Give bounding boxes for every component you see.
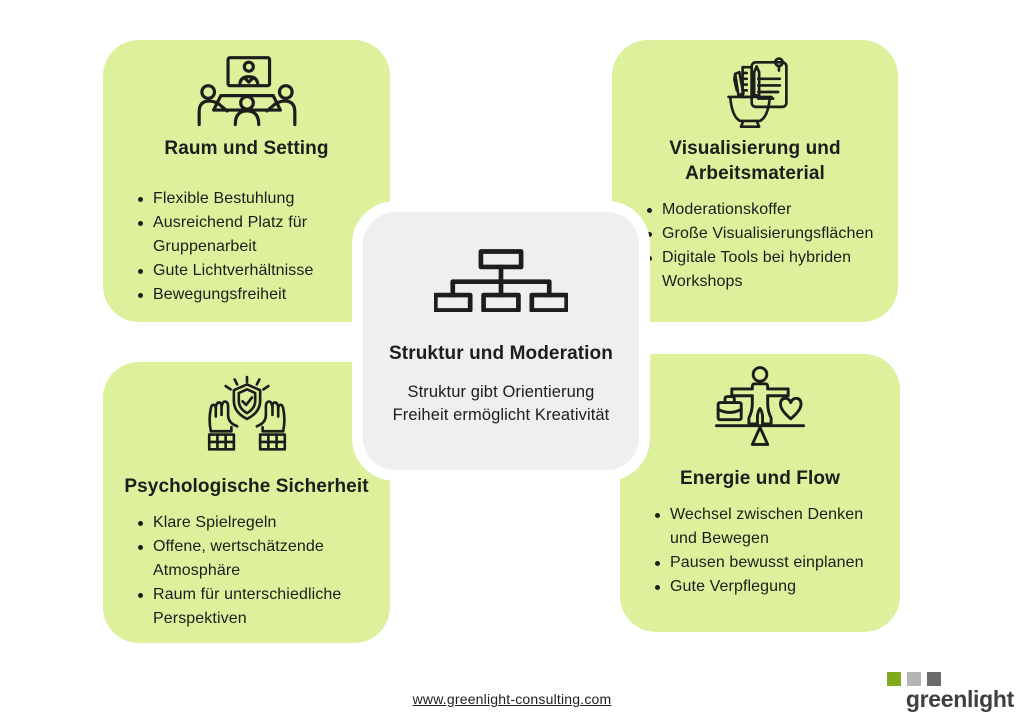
card-visualisierung-und-arbeitsmaterial: Visualisierung und Arbeitsmaterial Moder…	[612, 40, 898, 322]
org-chart-icon	[432, 248, 570, 317]
bullet-list: Wechsel zwischen Denken und Bewegen Paus…	[620, 503, 900, 599]
art-supplies-icon	[715, 54, 795, 130]
center-subtitle-line2: Freiheit ermöglicht Kreativität	[392, 406, 610, 424]
card-title: Psychologische Sicherheit	[124, 476, 369, 497]
bullet-list: Klare Spielregeln Offene, wertschätzende…	[103, 511, 390, 631]
logo-square-dark-gray	[926, 672, 941, 686]
bullet-item: Digitale Tools bei hybriden Workshops	[646, 246, 884, 294]
bullet-list: Moderationskoffer Große Visualisierungsf…	[612, 198, 898, 294]
logo-square-light-gray	[906, 672, 921, 686]
bullet-item: Bewegungsfreiheit	[137, 283, 376, 307]
bullet-item: Gute Verpflegung	[654, 575, 886, 599]
logo-squares	[886, 672, 1014, 686]
card-energie-und-flow: Energie und Flow Wechsel zwischen Denken…	[620, 354, 900, 632]
logo-square-green	[886, 672, 901, 686]
bullet-item: Raum für unterschiedliche Perspektiven	[137, 583, 376, 631]
bullet-item: Pausen bewusst einplanen	[654, 551, 886, 575]
card-raum-und-setting: Raum und Setting Flexible Bestuhlung Aus…	[103, 40, 390, 322]
work-life-balance-icon	[711, 366, 809, 446]
center-card-struktur-und-moderation: Struktur und Moderation Struktur gibt Or…	[363, 212, 639, 470]
shield-check-hands-icon	[201, 375, 293, 452]
bullet-item: Flexible Bestuhlung	[137, 187, 376, 211]
bullet-item: Wechsel zwischen Denken und Bewegen	[654, 503, 886, 551]
greenlight-logo: greenlight	[886, 672, 1014, 712]
bullet-item: Ausreichend Platz für Gruppenarbeit	[137, 211, 376, 259]
card-title: Raum und Setting	[164, 138, 329, 159]
logo-wordmark: greenlight	[905, 686, 1014, 712]
bullet-item: Offene, wertschätzende Atmosphäre	[137, 535, 376, 583]
center-subtitle: Struktur gibt Orientierung Freiheit ermö…	[393, 381, 610, 427]
bullet-item: Gute Lichtverhältnisse	[137, 259, 376, 283]
card-psychologische-sicherheit: Psychologische Sicherheit Klare Spielreg…	[103, 362, 390, 643]
meeting-icon	[197, 54, 297, 130]
center-title: Struktur und Moderation	[389, 343, 613, 364]
bullet-item: Große Visualisierungsflächen	[646, 222, 884, 246]
card-title: Energie und Flow	[680, 468, 840, 489]
footer: www.greenlight-consulting.com	[0, 691, 1024, 709]
bullet-item: Klare Spielregeln	[137, 511, 376, 535]
card-title: Visualisierung und Arbeitsmaterial	[669, 138, 841, 184]
bullet-item: Moderationskoffer	[646, 198, 884, 222]
center-subtitle-line1: Struktur gibt Orientierung	[407, 383, 595, 401]
website-link[interactable]: www.greenlight-consulting.com	[412, 691, 612, 707]
bullet-list: Flexible Bestuhlung Ausreichend Platz fü…	[103, 187, 390, 307]
